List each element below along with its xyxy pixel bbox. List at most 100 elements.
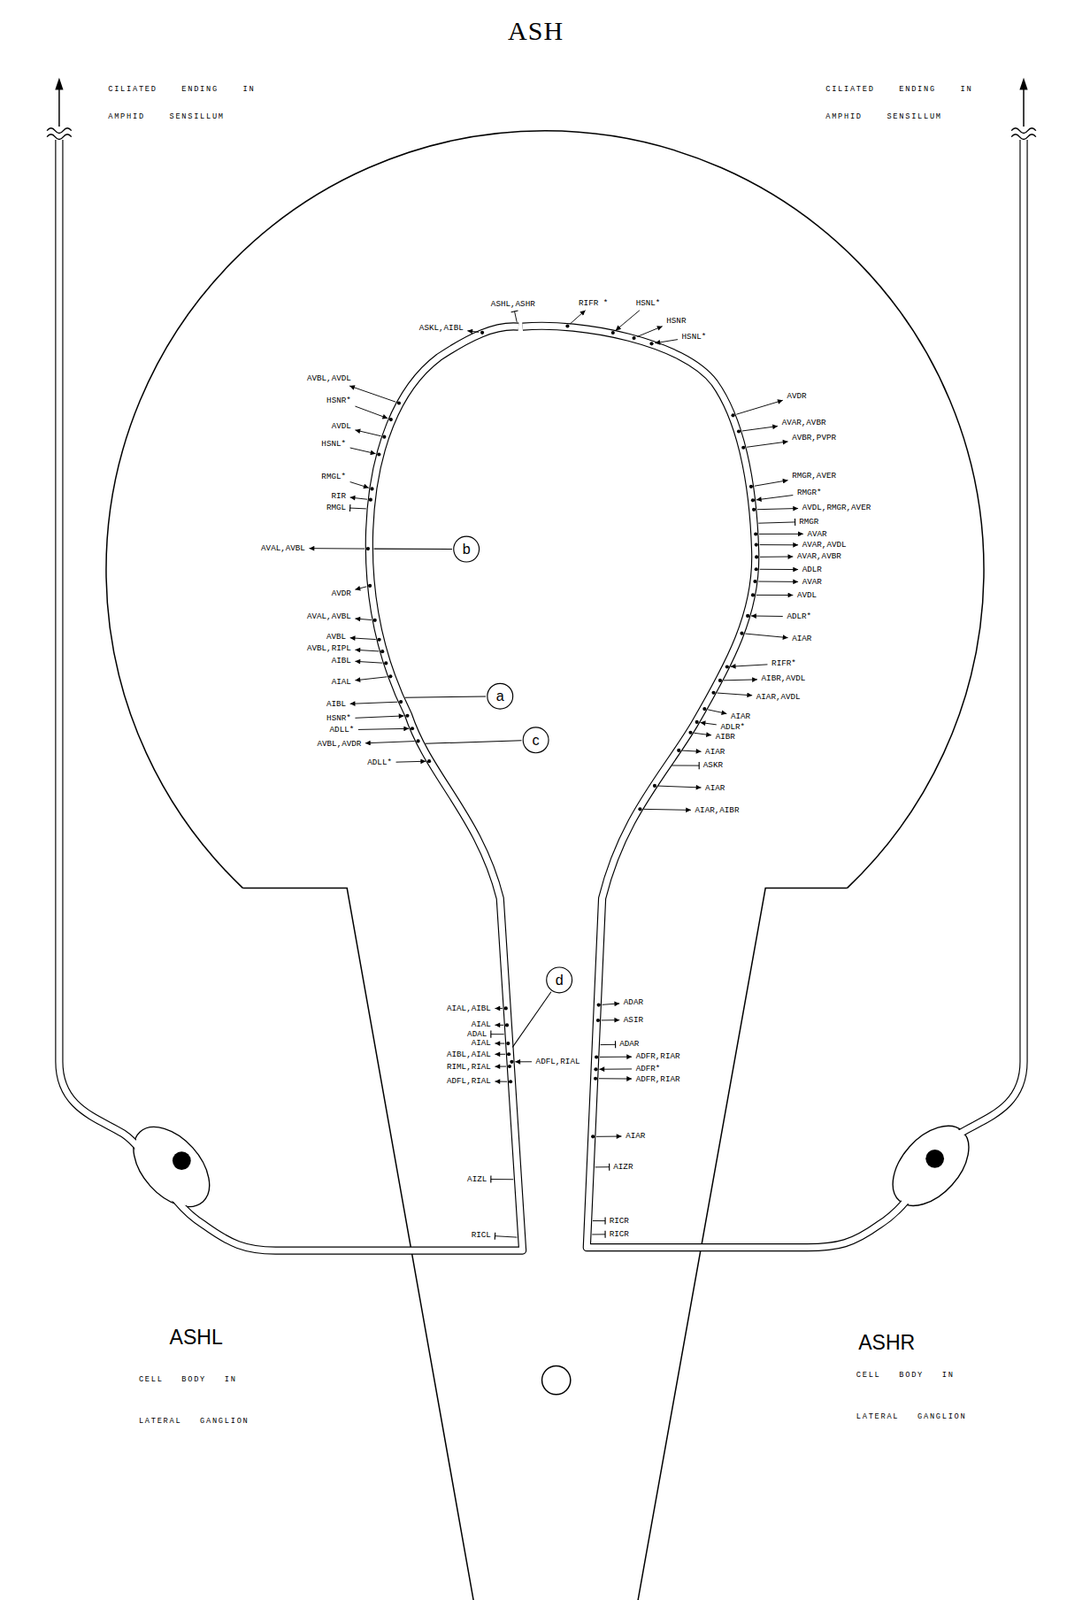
midline-circle — [542, 1365, 571, 1394]
synapse-label: AIAR — [729, 712, 752, 721]
synapse-dot — [711, 690, 715, 695]
cilium-arrowhead — [54, 77, 63, 91]
synapse-leader — [730, 664, 768, 667]
synapse-leader — [592, 1220, 606, 1221]
gap-junction-bar — [604, 1230, 606, 1238]
synapse-label: RMGR,AVER — [790, 471, 837, 480]
synapse-dot — [739, 631, 744, 636]
synapse-leader — [759, 544, 799, 545]
synapse-leader — [654, 339, 678, 344]
synapse-dot — [751, 498, 755, 502]
callout-circle: d — [545, 966, 573, 993]
synapse-leader — [658, 785, 702, 788]
synapse-leader — [742, 426, 778, 431]
synapse-label: ASHL,ASHR — [490, 299, 537, 308]
synapse-label: ADAR — [622, 997, 645, 1006]
synapse-leader — [595, 1166, 610, 1167]
synapse-leader — [569, 310, 585, 324]
synapse-dot — [410, 726, 415, 730]
synapse-dot — [389, 417, 393, 422]
synapse-label: HSNL* — [320, 439, 347, 448]
synapse-leader — [494, 1081, 507, 1083]
break-mark — [1011, 128, 1037, 140]
synapse-dot — [741, 445, 745, 450]
synapse-dot — [377, 637, 382, 642]
synapse-leader — [358, 728, 409, 730]
callout-leader — [512, 991, 552, 1048]
gap-junction-bar — [608, 1163, 610, 1171]
synapse-label: RMGL* — [320, 472, 347, 481]
synapse-dot — [368, 583, 372, 588]
synapse-label: AVAR,AVDL — [801, 540, 848, 549]
cilium-arrow — [58, 87, 60, 127]
synapse-leader — [758, 581, 799, 583]
synapse-leader — [467, 330, 479, 333]
neuron-name: ASHR — [857, 1331, 916, 1352]
synapse-label: AVDR — [785, 391, 807, 400]
synapse-dot — [593, 1066, 598, 1071]
synapse-dot — [399, 699, 403, 704]
synapse-label: AIBL — [330, 656, 353, 665]
synapse-leader — [637, 326, 662, 338]
synapse-dot — [637, 806, 642, 811]
synapse-leader — [716, 692, 753, 696]
synapse-label: RIR — [330, 491, 347, 500]
synapse-label: ADLL* — [366, 758, 393, 767]
synapse-label: ADFR,RIAR — [635, 1074, 682, 1083]
synapse-leader — [396, 760, 427, 763]
neuron-process-lumen — [522, 139, 1024, 1248]
synapse-label: RMGR — [798, 517, 820, 526]
synapse-dot — [754, 567, 759, 571]
gap-junction-bar — [604, 1217, 606, 1225]
synapse-leader — [744, 633, 788, 638]
synapse-dot — [752, 507, 756, 512]
gap-junction-bar — [511, 310, 519, 313]
callout-leader — [374, 548, 453, 550]
synapse-label: AIAL — [470, 1038, 492, 1047]
gap-junction-bar — [794, 518, 796, 526]
nucleus — [172, 1151, 192, 1170]
synapse-leader — [494, 1235, 517, 1237]
callout-leader — [405, 696, 486, 698]
synapse-leader — [746, 441, 788, 447]
synapse-label: ADFR* — [635, 1064, 662, 1073]
synapse-dot — [752, 579, 757, 584]
synapse-leader — [693, 732, 712, 736]
synapse-dot — [718, 678, 722, 683]
synapse-leader — [756, 495, 793, 500]
synapse-label: AIBL,AIAL — [445, 1050, 492, 1059]
cilium-arrow — [1022, 87, 1024, 127]
synapse-leader — [601, 1019, 620, 1021]
synapse-dot — [736, 429, 741, 433]
synapse-leader — [600, 1043, 616, 1045]
synapse-label: AIZR — [612, 1162, 634, 1171]
synapse-label: AVAL,AVBL — [260, 544, 307, 553]
break-mark — [46, 128, 72, 140]
synapse-leader — [350, 637, 377, 640]
synapse-label: AVDL — [796, 591, 818, 599]
synapse-dot — [376, 452, 381, 456]
synapse-dot — [632, 336, 637, 340]
synapse-leaders — [309, 310, 804, 1240]
ending-note: CILIATED ENDING IN AMPHID SENSILLUM — [107, 75, 273, 131]
synapse-dot — [702, 706, 707, 711]
synapse-label: RICR — [608, 1216, 630, 1225]
synapse-label: RIFR* — [770, 659, 798, 668]
synapse-dot — [505, 1022, 509, 1027]
synapse-leader — [354, 618, 371, 620]
synapse-dot — [753, 531, 758, 536]
cell-body-note: CELL BODY IN LATERAL GANGLION — [855, 1354, 986, 1439]
synapse-leader — [598, 1077, 632, 1079]
synapse-label: AVAR — [805, 529, 828, 538]
synapse-leader — [736, 399, 783, 415]
gap-junction-bar — [490, 1030, 492, 1038]
synapse-label: ASIR — [622, 1015, 645, 1024]
synapse-dot — [565, 323, 569, 328]
synapse-leader — [350, 447, 377, 454]
synapse-dot — [652, 783, 657, 788]
synapse-leader — [309, 547, 365, 549]
nucleus — [925, 1149, 945, 1168]
cell-body-inside — [120, 1113, 223, 1219]
